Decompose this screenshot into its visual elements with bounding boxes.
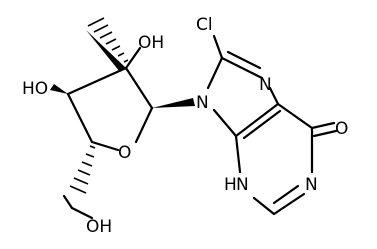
c4-ch2-hash-bond: [69, 145, 96, 194]
sugar-bonds: [62, 46, 154, 220]
chlorine-label: Cl: [196, 15, 213, 35]
methyl-hash-bond: [87, 17, 129, 63]
bond-c2-n3: [252, 196, 276, 216]
bond-n3-c4: [234, 134, 242, 174]
c3-ho-wedge-bond: [50, 84, 68, 94]
bond-n7-c5: [268, 86, 280, 106]
n1-label: N: [305, 175, 318, 195]
carbonyl-oxygen-label: O: [335, 119, 348, 139]
purine-bonds: [206, 34, 338, 216]
glycosidic-wedge-bond: [152, 98, 195, 108]
c2-methyl-wedge: [86, 30, 126, 72]
n3-label: N: [236, 175, 249, 195]
n7-label: N: [259, 75, 272, 95]
bond-c6-o-second: [312, 129, 338, 138]
c3-hydroxyl-label: HO: [22, 79, 48, 99]
bond-c8-cl: [212, 34, 224, 60]
bond-c4-oring: [90, 140, 120, 152]
bond-c3-c4: [66, 92, 94, 144]
bond-c5-oh: [70, 206, 94, 220]
bond-c4-c5-second: [242, 109, 282, 140]
bond-c2-oh: [124, 46, 142, 70]
c5-hydroxyl-label: OH: [86, 217, 112, 237]
bond-n1-c2: [272, 192, 306, 216]
bond-n1-c2-second: [272, 184, 300, 205]
c2-hydroxyl-label: OH: [138, 33, 164, 53]
bond-c8-n9: [206, 56, 224, 90]
bond-c5-c4: [62, 194, 74, 210]
n3-hydrogen-label: H: [224, 175, 237, 195]
bond-c1-c2: [124, 66, 154, 110]
bond-c5-c6: [276, 102, 314, 130]
atom-labels: Cl N N O N H N O OH HO OH: [22, 15, 348, 237]
bond-c4-c5: [234, 102, 280, 138]
bond-n9-c4: [212, 108, 238, 138]
n9-label: N: [196, 93, 209, 113]
bond-c2-c3: [66, 66, 128, 96]
bond-c8-n7-second: [226, 50, 262, 70]
bond-c1-oring: [134, 106, 154, 144]
bond-c6-o: [310, 121, 336, 130]
ring-oxygen-label: O: [118, 143, 131, 163]
bond-c8-n7: [220, 56, 264, 80]
